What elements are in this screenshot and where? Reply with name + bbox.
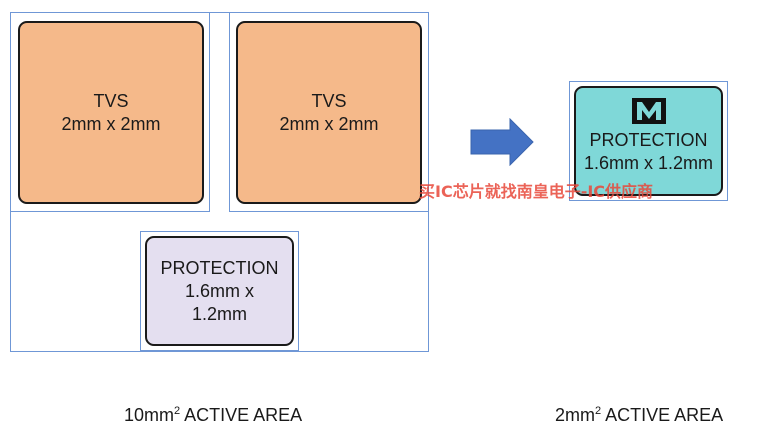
protection-right-size: 1.6mm x 1.2mm	[583, 153, 714, 173]
tvs-1-size: 2mm x 2mm	[61, 113, 161, 134]
watermark-text: 买IC芯片就找南皇电子-IC供应商	[419, 182, 654, 201]
tvs-1-frame	[10, 12, 210, 212]
tvs-1-name: TVS	[93, 90, 129, 111]
tvs-chip-2: TVS 2mm x 2mm	[236, 21, 422, 204]
tvs-chip-1: TVS 2mm x 2mm	[18, 21, 204, 204]
left-caption-value: 10mm	[124, 405, 175, 425]
right-arrow-icon	[470, 118, 534, 166]
tvs-2-frame	[229, 12, 429, 212]
tvs-2-name: TVS	[311, 90, 347, 111]
protection-right-frame	[569, 81, 728, 201]
left-area-caption: 10mm2 ACTIVE AREA	[124, 405, 302, 426]
tvs-2-size: 2mm x 2mm	[279, 113, 379, 134]
protection-right-name: PROTECTION	[589, 130, 708, 150]
protection-left-frame	[140, 231, 299, 351]
left-caption-label: ACTIVE AREA	[180, 405, 303, 425]
protection-left-size-2: 1.2mm	[191, 303, 247, 324]
left-caption-exponent: 2	[174, 405, 181, 417]
protection-left-name: PROTECTION	[160, 257, 279, 278]
right-caption-label: ACTIVE AREA	[601, 405, 724, 425]
protection-chip-right: PROTECTION 1.6mm x 1.2mm	[574, 86, 723, 196]
right-caption-value: 2mm	[555, 405, 595, 425]
protection-left-size-1: 1.6mm x	[184, 280, 254, 301]
right-area-caption: 2mm2 ACTIVE AREA	[555, 405, 723, 426]
right-caption-exponent: 2	[595, 405, 602, 417]
maxim-logo-icon	[631, 98, 666, 124]
protection-chip-left: PROTECTION 1.6mm x 1.2mm	[145, 236, 294, 346]
